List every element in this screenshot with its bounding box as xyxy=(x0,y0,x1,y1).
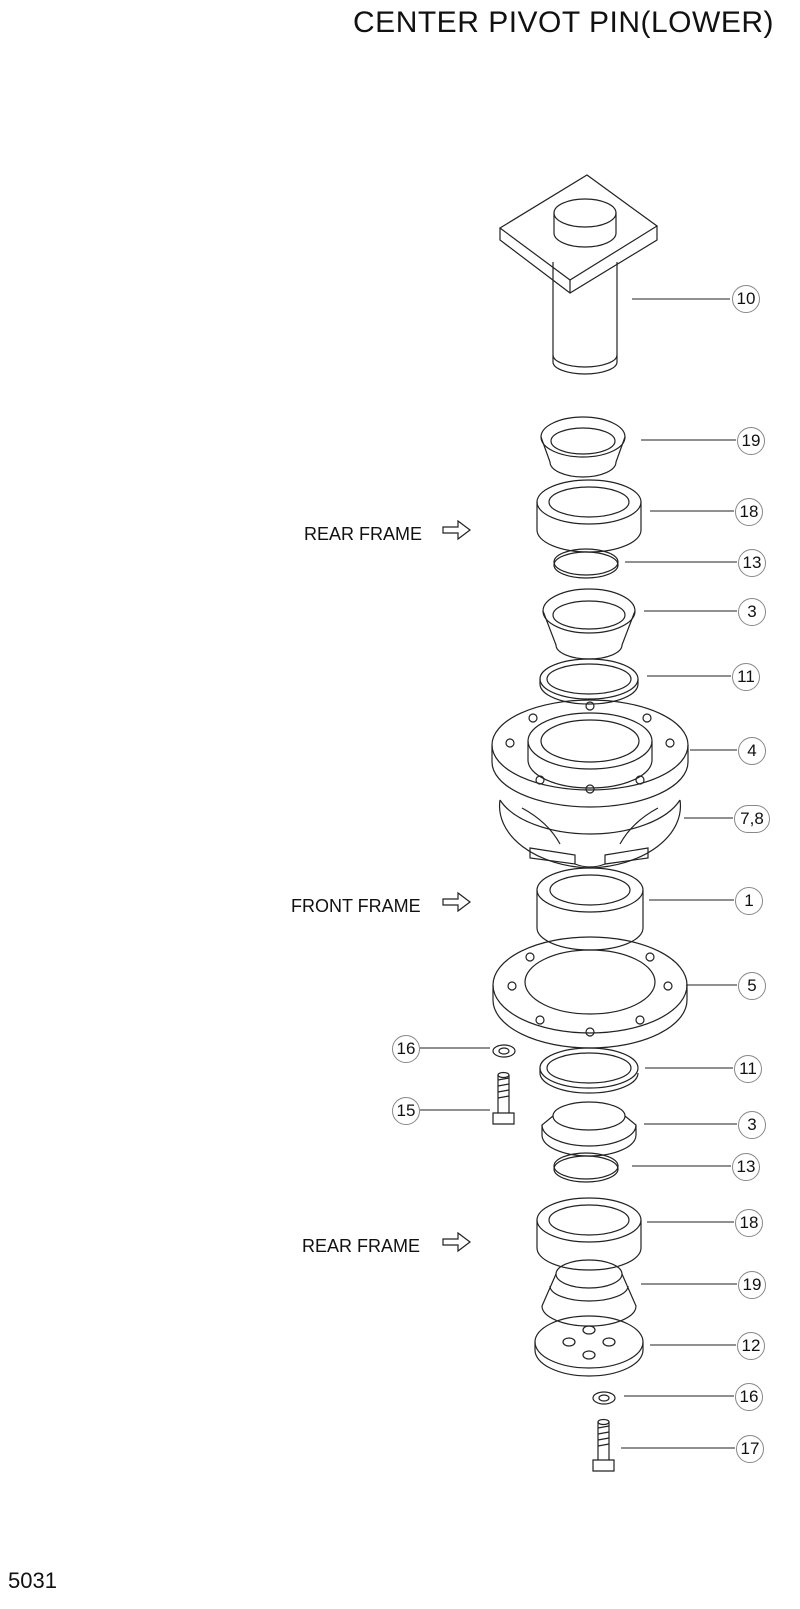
part-15-bolt xyxy=(492,1071,515,1125)
part-11-seal-lower xyxy=(539,1047,639,1094)
part-5-lower-flange xyxy=(492,936,688,1049)
part-18-ring-lower xyxy=(536,1197,642,1271)
part-19-cone-upper xyxy=(540,416,626,478)
part-10-pivot-pin xyxy=(498,174,659,375)
rear-frame-label-top: REAR FRAME xyxy=(304,524,423,544)
part-13-shim-upper xyxy=(553,548,619,579)
part-17-bolt xyxy=(592,1418,615,1472)
part-16-washer-upper xyxy=(492,1044,516,1058)
rear-frame-arrow-bottom xyxy=(442,1231,471,1253)
part-3-cone-lower xyxy=(541,1101,637,1157)
part-3-cone-upper xyxy=(542,588,636,660)
front-frame-label: FRONT FRAME xyxy=(291,896,421,916)
part-1-bushing xyxy=(536,867,644,951)
part-4-upper-flange xyxy=(491,699,689,808)
rear-frame-arrow-top xyxy=(442,519,471,541)
rear-frame-label-bottom: REAR FRAME xyxy=(302,1236,421,1256)
leader-lines xyxy=(420,298,737,1449)
part-7-8-shim-plate xyxy=(498,799,682,869)
page-number: 5031 xyxy=(8,1568,57,1593)
part-12-end-plate xyxy=(534,1315,644,1377)
front-frame-arrow xyxy=(442,891,471,913)
part-11-seal-upper xyxy=(539,658,639,705)
part-16-washer-lower xyxy=(592,1391,616,1405)
part-18-ring-upper xyxy=(536,479,642,553)
page-title: CENTER PIVOT PIN(LOWER) xyxy=(353,6,774,39)
part-13-shim-lower xyxy=(553,1152,619,1183)
